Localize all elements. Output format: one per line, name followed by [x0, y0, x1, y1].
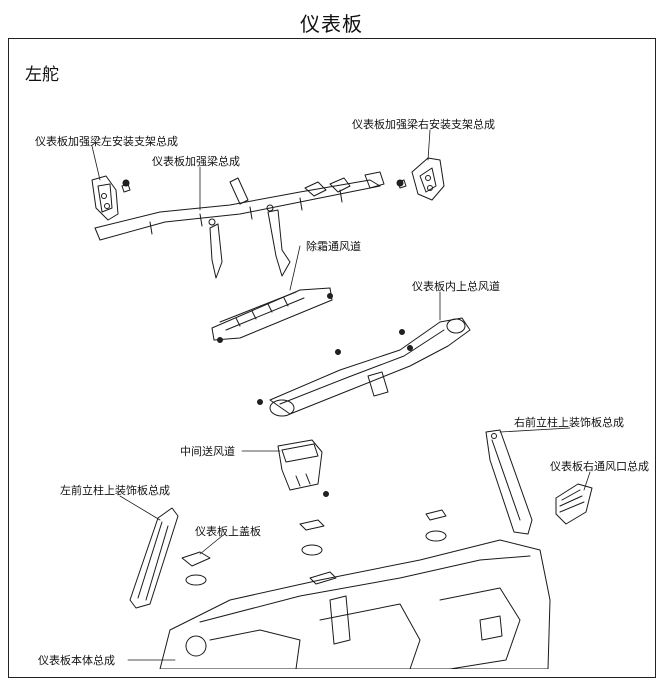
- upper-main-duct: [257, 317, 471, 417]
- callout-right-vent: 仪表板右通风口总成: [550, 460, 649, 473]
- reinforcement-beam: [94, 171, 385, 279]
- right-vent: [555, 483, 593, 525]
- callout-upper-cover: 仪表板上盖板: [195, 525, 261, 538]
- leader-lines: [91, 129, 591, 661]
- callout-defrost-duct: 除霜通风道: [306, 240, 361, 253]
- right-pillar-trim: [485, 429, 533, 535]
- callout-upper-duct: 仪表板内上总风道: [412, 280, 500, 293]
- section-label: 左舵: [25, 65, 59, 85]
- callout-left-pillar-trim: 左前立柱上装饰板总成: [60, 484, 170, 497]
- left-mounting-bracket: [91, 175, 131, 221]
- callout-right-pillar-trim: 右前立柱上装饰板总成: [514, 416, 624, 429]
- defroster-duct: [211, 287, 333, 343]
- upper-cover-parts: [181, 509, 447, 586]
- page-title: 仪表板: [300, 12, 363, 36]
- callout-center-duct: 中间送风道: [180, 445, 235, 458]
- right-mounting-bracket: [396, 157, 445, 201]
- callout-beam: 仪表板加强梁总成: [152, 155, 240, 168]
- center-duct: [277, 439, 329, 497]
- instrument-panel-body: [159, 539, 551, 669]
- left-pillar-trim: [129, 507, 179, 609]
- callout-left-bracket: 仪表板加强梁左安装支架总成: [35, 135, 178, 148]
- callout-panel-body: 仪表板本体总成: [38, 654, 115, 667]
- callout-right-bracket: 仪表板加强梁右安装支架总成: [352, 118, 495, 131]
